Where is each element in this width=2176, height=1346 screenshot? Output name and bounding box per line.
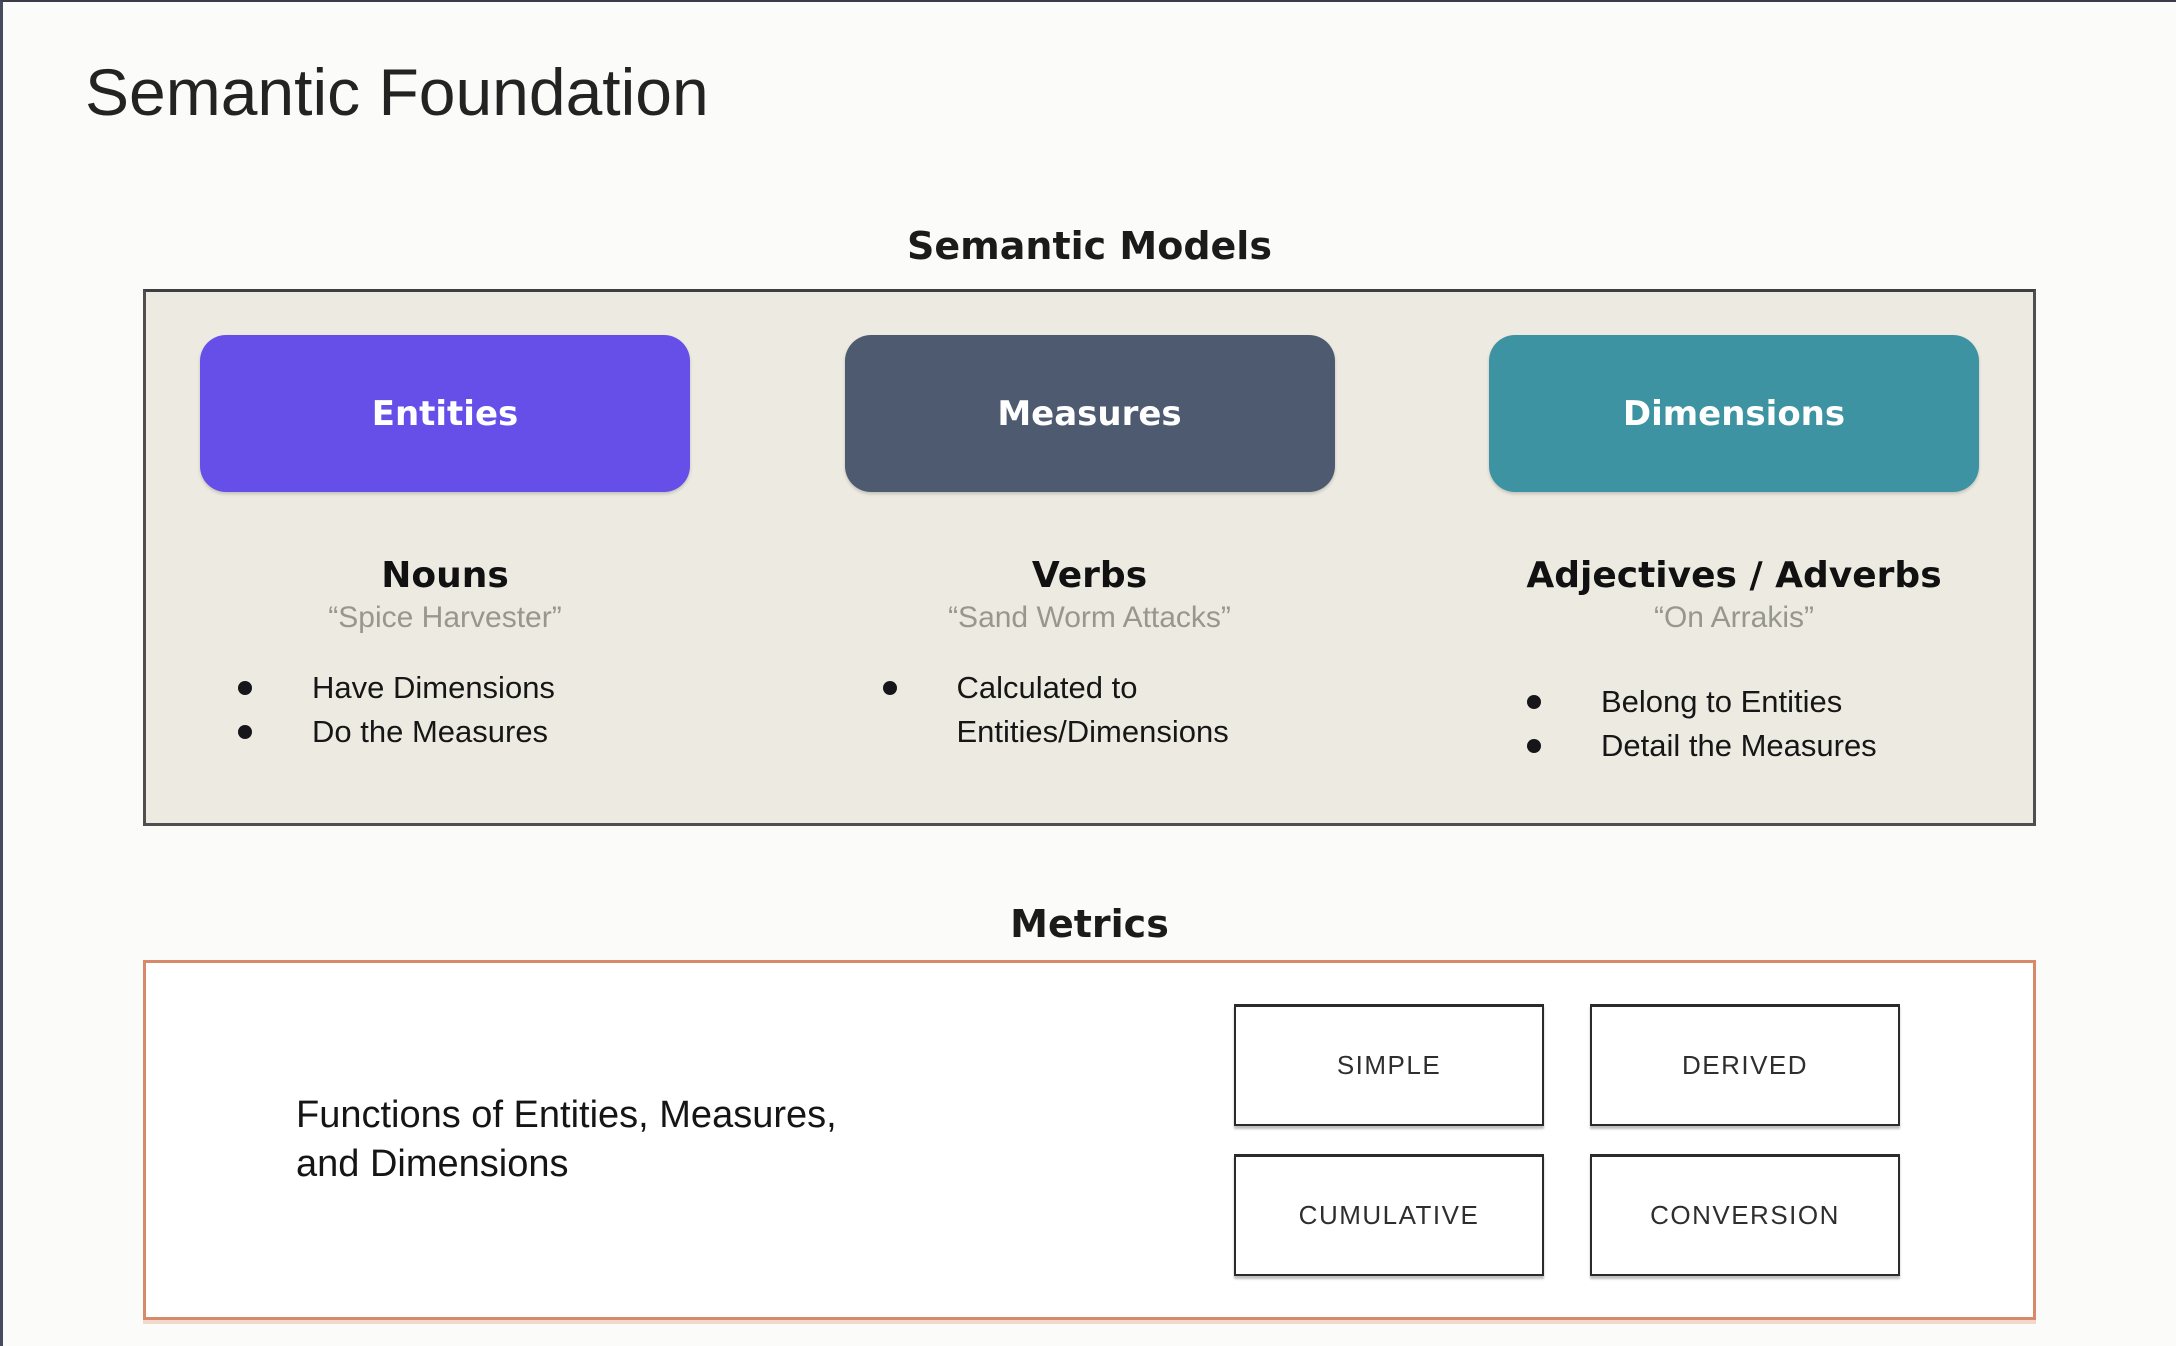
metric-type-conversion: CONVERSION xyxy=(1590,1154,1900,1276)
metrics-heading: Metrics xyxy=(1010,902,1169,946)
entities-bullet-list: Have Dimensions Do the Measures xyxy=(200,666,555,754)
metric-type-cumulative: CUMULATIVE xyxy=(1234,1154,1544,1276)
metric-type-grid: SIMPLE DERIVED CUMULATIVE CONVERSION xyxy=(1234,1004,1900,1276)
dimensions-example-quote: “On Arrakis” xyxy=(1653,601,1815,634)
entities-column: Entities Nouns “Spice Harvester” Have Di… xyxy=(200,335,690,823)
measures-bullet-list: Calculated to Entities/Dimensions xyxy=(845,666,1297,754)
page-title: Semantic Foundation xyxy=(85,55,709,129)
dimensions-chip: Dimensions xyxy=(1489,335,1979,492)
entities-role-heading: Nouns xyxy=(381,555,509,596)
measures-example-quote: “Sand Worm Attacks” xyxy=(948,601,1231,634)
metrics-panel: Functions of Entities, Measures, and Dim… xyxy=(143,960,2036,1320)
entities-example-quote: “Spice Harvester” xyxy=(328,601,562,634)
dimensions-column: Dimensions Adjectives / Adverbs “On Arra… xyxy=(1489,335,1979,823)
measures-chip: Measures xyxy=(844,335,1335,492)
semantic-models-panel: Entities Nouns “Spice Harvester” Have Di… xyxy=(143,289,2036,826)
bullet-item: Belong to Entities xyxy=(1519,680,1877,724)
metric-type-derived: DERIVED xyxy=(1590,1004,1900,1126)
metrics-description: Functions of Entities, Measures, and Dim… xyxy=(296,1094,837,1185)
bullet-item: Detail the Measures xyxy=(1519,724,1877,768)
bullet-item: Do the Measures xyxy=(230,710,555,754)
metric-type-simple: SIMPLE xyxy=(1234,1004,1544,1126)
measures-role-heading: Verbs xyxy=(1031,555,1148,596)
bullet-item: Calculated to Entities/Dimensions xyxy=(875,666,1297,754)
bullet-item: Have Dimensions xyxy=(230,666,555,710)
semantic-models-heading: Semantic Models xyxy=(907,224,1272,268)
entities-chip: Entities xyxy=(200,335,690,492)
dimensions-bullet-list: Belong to Entities Detail the Measures xyxy=(1489,680,1877,768)
dimensions-role-heading: Adjectives / Adverbs xyxy=(1526,555,1942,596)
measures-column: Measures Verbs “Sand Worm Attacks” Calcu… xyxy=(844,335,1335,823)
